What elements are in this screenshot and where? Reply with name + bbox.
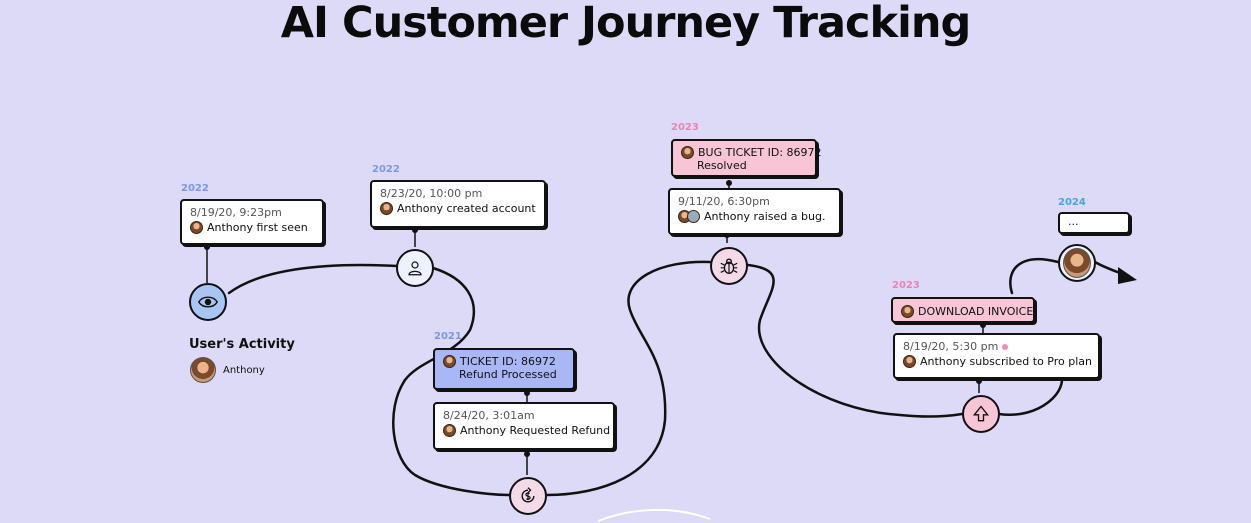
event-text: Anthony Requested Refund [460, 424, 611, 437]
event-text: Anthony raised a bug. [704, 210, 826, 223]
page-title: AI Customer Journey Tracking [280, 0, 971, 48]
event-year: 2021 [434, 331, 462, 342]
activity-heading: User's Activity [189, 337, 295, 352]
event-text: ... [1068, 215, 1079, 228]
bug-icon[interactable] [710, 247, 748, 285]
ticket-status: Refund Processed [459, 368, 557, 381]
event-card-refund[interactable]: 8/24/20, 3:01am Anthony Requested Refund [433, 402, 615, 450]
event-date: 8/23/20, 10:00 pm [380, 187, 483, 200]
event-card-bug[interactable]: 9/11/20, 6:30pm Anthony raised a bug. [668, 188, 841, 235]
status-dot-icon [1002, 344, 1009, 350]
avatar-icon [681, 146, 694, 159]
avatar-icon [190, 221, 203, 234]
avatar [190, 357, 216, 383]
avatar-icon [901, 305, 914, 318]
ticket-id: TICKET ID: 86972 [460, 355, 556, 368]
event-year: 2023 [671, 122, 699, 133]
avatar-icon [380, 202, 393, 215]
event-date: 8/24/20, 3:01am [443, 409, 535, 422]
event-card-created-account[interactable]: 8/23/20, 10:00 pm Anthony created accoun… [370, 180, 546, 228]
ticket-status: Resolved [697, 159, 747, 172]
event-text: Anthony subscribed to Pro plan [920, 355, 1092, 368]
event-card-first-seen[interactable]: 8/19/20, 9:23pm Anthony first seen [180, 199, 324, 245]
avatar[interactable] [1058, 244, 1096, 282]
bug-ticket-tag[interactable]: BUG TICKET ID: 86972 Resolved [671, 139, 822, 177]
event-card-subscribed[interactable]: 8/19/20, 5:30 pm Anthony subscribed to P… [893, 333, 1100, 379]
refund-icon[interactable] [509, 477, 547, 515]
download-invoice-tag[interactable]: DOWNLOAD INVOICE [891, 297, 1035, 323]
event-year: 2023 [892, 280, 920, 291]
event-date: 8/19/20, 9:23pm [190, 206, 282, 219]
avatar-image [1063, 248, 1091, 278]
avatar-icon [443, 424, 456, 437]
ticket-id: BUG TICKET ID: 86972 [698, 146, 822, 159]
invoice-label: DOWNLOAD INVOICE [918, 305, 1034, 318]
event-card-future[interactable]: ... [1058, 212, 1130, 234]
eye-icon[interactable] [189, 283, 227, 321]
avatar-icon [903, 355, 916, 368]
event-date: 8/19/20, 5:30 pm [903, 340, 999, 353]
activity-user-name: Anthony [223, 364, 265, 376]
activity-user[interactable]: Anthony [190, 357, 265, 383]
event-year: 2024 [1058, 197, 1086, 208]
avatar-icon [687, 210, 700, 223]
upgrade-icon[interactable] [962, 395, 1000, 433]
user-icon[interactable] [396, 249, 434, 287]
ticket-tag[interactable]: TICKET ID: 86972 Refund Processed [433, 348, 575, 390]
event-text: Anthony created account [397, 202, 536, 215]
event-year: 2022 [181, 183, 209, 194]
event-text: Anthony first seen [207, 221, 308, 234]
event-year: 2022 [372, 164, 400, 175]
event-date: 9/11/20, 6:30pm [678, 195, 770, 208]
avatar-icon [443, 355, 456, 368]
